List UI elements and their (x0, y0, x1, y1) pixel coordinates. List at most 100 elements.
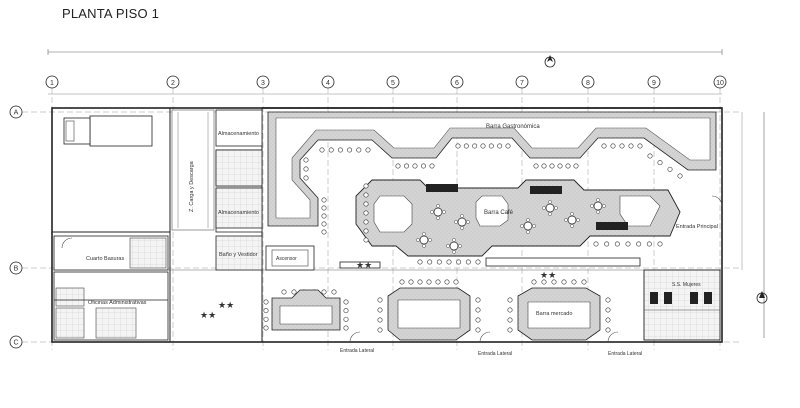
stool (605, 297, 611, 303)
dining-table (564, 212, 580, 228)
stool (429, 163, 435, 169)
stool (395, 163, 401, 169)
stool (456, 259, 462, 265)
star-markers: ★★ ★★ ★★ ★★ (200, 260, 556, 320)
service-counter (339, 257, 641, 269)
stool (605, 307, 611, 313)
stool (475, 307, 481, 313)
stool (343, 308, 349, 314)
stool (291, 289, 297, 295)
office-rooms (53, 271, 169, 341)
svg-text:A: A (14, 110, 19, 117)
stool (507, 327, 513, 333)
stool (549, 163, 555, 169)
label-basuras: Cuarto Basuras (86, 256, 124, 262)
stool (417, 259, 423, 265)
svg-text:6: 6 (455, 80, 459, 87)
room-labels: Z. Carga y Descarga Almacenamiento Almac… (86, 124, 718, 357)
stool (657, 241, 663, 247)
stool (417, 279, 423, 285)
stool (636, 241, 642, 247)
stool (453, 279, 459, 285)
svg-text:4: 4 (326, 80, 330, 87)
label-barra-cafe: Barra Café (484, 210, 514, 216)
stool (263, 316, 269, 322)
lower-bar-left (271, 289, 341, 331)
bar-stools (263, 143, 683, 333)
stool (475, 259, 481, 265)
stool (497, 143, 503, 149)
stool (436, 259, 442, 265)
stool (480, 143, 486, 149)
column-axis-1: 1 (45, 75, 59, 89)
stool (463, 143, 469, 149)
stool (614, 241, 620, 247)
stool (347, 147, 353, 153)
stool (363, 228, 369, 234)
label-barra-gastro: Barra Gastronómica (486, 124, 540, 130)
bathroom-block (643, 269, 721, 341)
stool (475, 317, 481, 323)
stool (619, 143, 625, 149)
stool (303, 175, 309, 181)
stool (561, 279, 567, 285)
storage-rooms (215, 109, 263, 233)
side-dimension (741, 112, 765, 338)
stool (465, 259, 471, 265)
stool (475, 327, 481, 333)
stool (319, 147, 325, 153)
garbage-room (53, 235, 169, 271)
stool (343, 299, 349, 305)
dining-table (430, 204, 446, 220)
svg-text:9: 9 (652, 80, 656, 87)
column-axis-3: 3 (256, 75, 270, 89)
svg-text:1: 1 (50, 80, 54, 87)
stool (455, 143, 461, 149)
stool (505, 143, 511, 149)
stool (363, 183, 369, 189)
stool (435, 279, 441, 285)
label-oficinas: Oficinas Administrativas (88, 300, 147, 306)
stool (541, 163, 547, 169)
stool (408, 279, 414, 285)
dining-table (446, 238, 462, 254)
column-axis-5: 5 (386, 75, 400, 89)
stool (593, 241, 599, 247)
stool (507, 307, 513, 313)
dining-table (542, 200, 558, 216)
service-core (215, 235, 315, 271)
stool (581, 279, 587, 285)
stool (507, 297, 513, 303)
stool (571, 279, 577, 285)
column-axis-10: 10 (713, 75, 727, 89)
svg-text:★★: ★★ (200, 310, 216, 320)
stool (363, 210, 369, 216)
loading-zone (171, 109, 215, 231)
stool (321, 205, 327, 211)
stool (363, 219, 369, 225)
stool (263, 299, 269, 305)
stool (412, 163, 418, 169)
lower-bar-right (517, 287, 601, 341)
truck-icon (63, 115, 153, 147)
overall-dimension (47, 49, 723, 95)
stool (328, 147, 334, 153)
stool (321, 213, 327, 219)
stool (363, 201, 369, 207)
stool (507, 317, 513, 323)
lower-bar-center (387, 287, 471, 341)
svg-text:2: 2 (171, 80, 175, 87)
stool (475, 297, 481, 303)
stool (337, 147, 343, 153)
stool (321, 229, 327, 235)
stool (365, 147, 371, 153)
svg-text:★★: ★★ (218, 300, 234, 310)
stool (637, 143, 643, 149)
column-axis-9: 9 (647, 75, 661, 89)
stool (343, 325, 349, 331)
stool (377, 327, 383, 333)
stool (331, 289, 337, 295)
label-bano-vestidor: Baño y Vestidor (219, 252, 258, 258)
stool (604, 241, 610, 247)
